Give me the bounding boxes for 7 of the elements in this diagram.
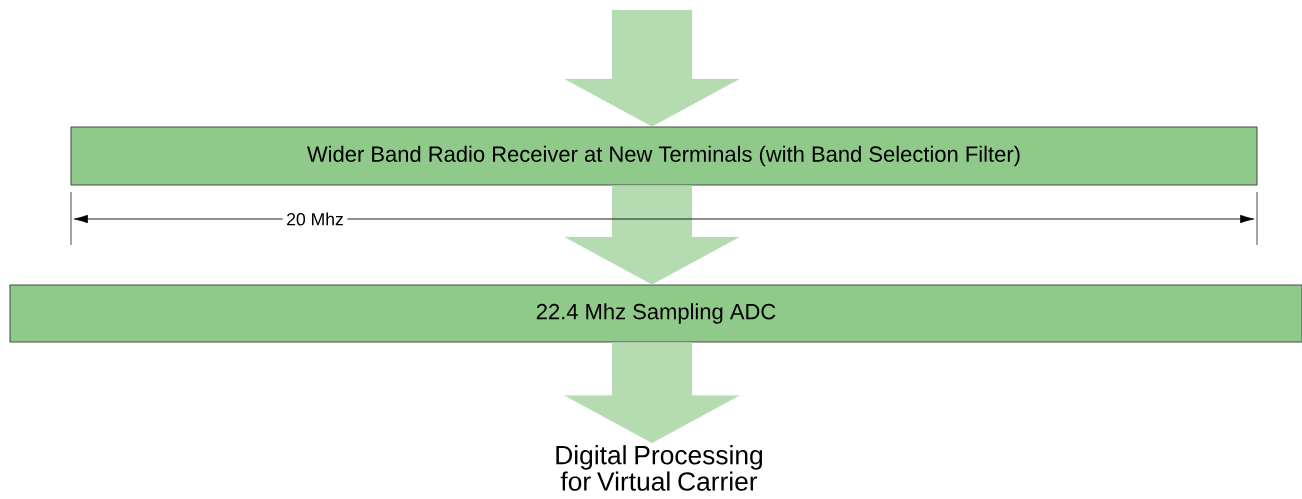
band-box: Wider Band Radio Receiver at New Terminals (with Band Selection Filter) [70, 126, 1258, 186]
block-arrow [564, 9, 740, 127]
output-text: Digital Processing for Virtual Carrier [556, 445, 762, 491]
block-arrow [564, 185, 740, 285]
band-box: 22.4 Mhz Sampling ADC [9, 284, 1302, 343]
dimension-label: 20 Mhz [282, 209, 348, 229]
block-arrow [564, 342, 740, 444]
